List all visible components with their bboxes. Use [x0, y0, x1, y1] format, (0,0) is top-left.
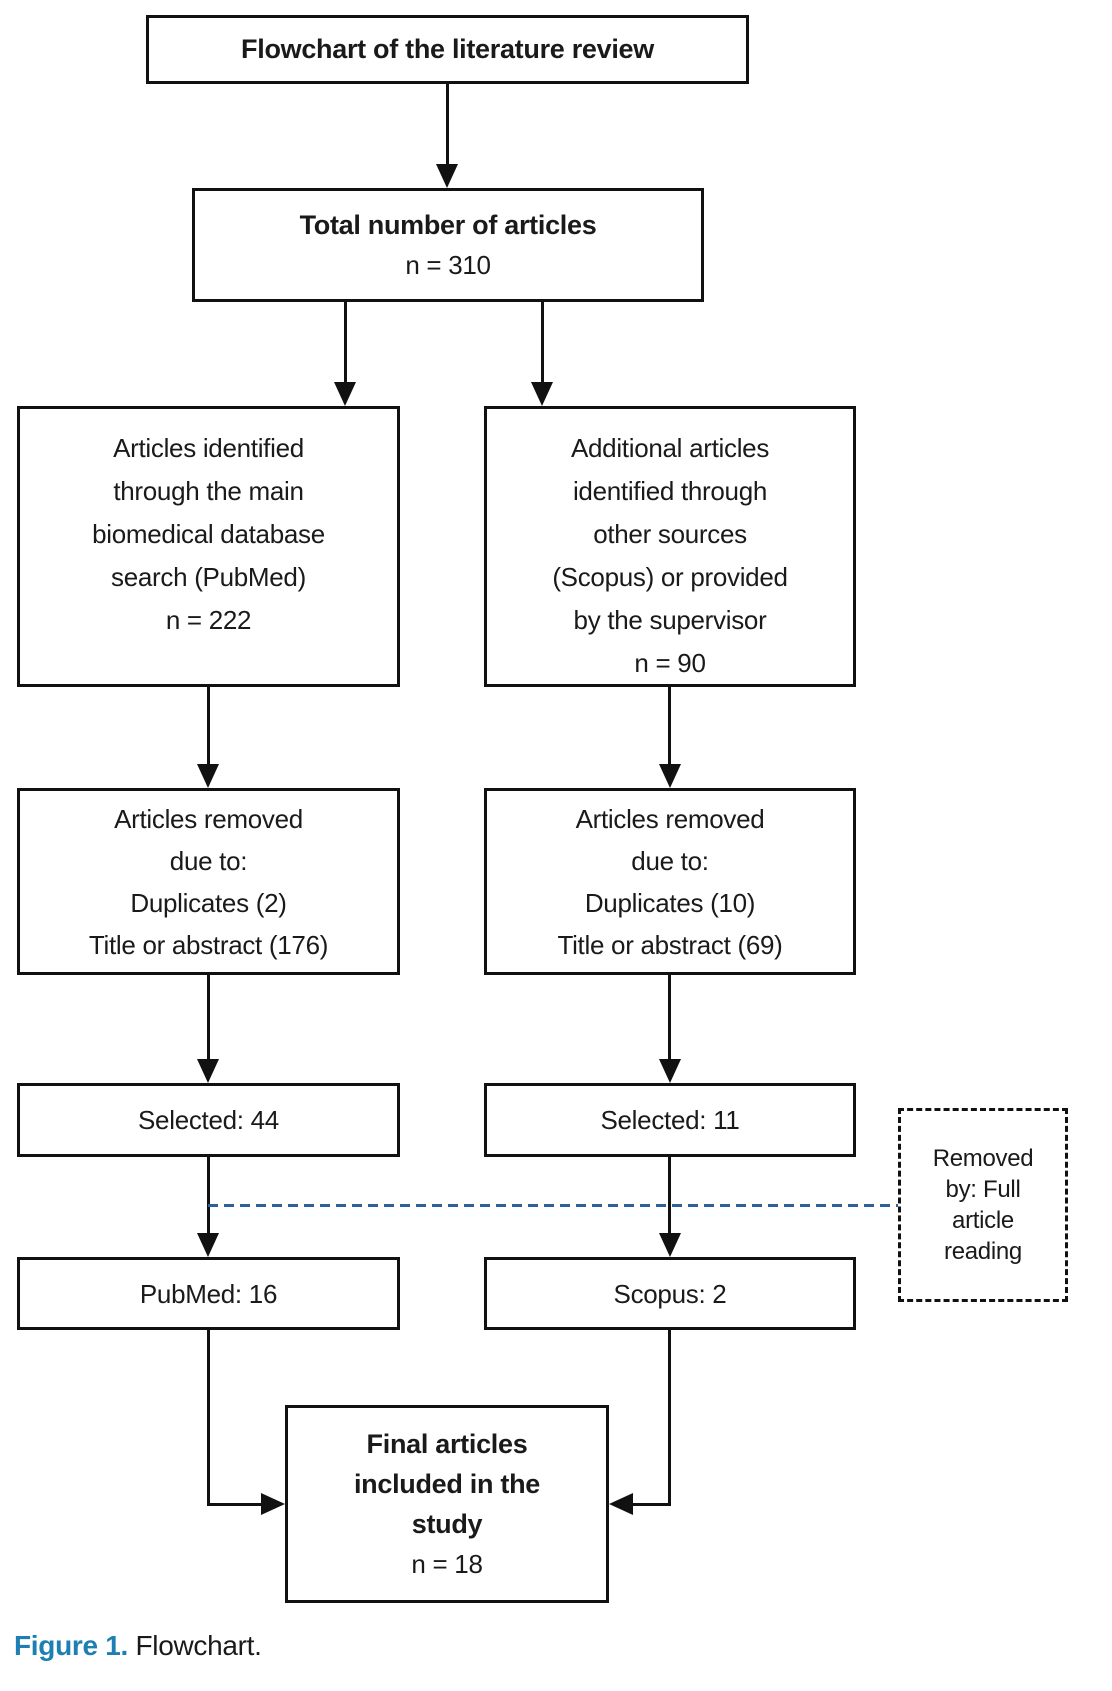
- arrow-pubmed-selected-to-final-line: [207, 1157, 210, 1233]
- final-box: Final articles included in the study n =…: [285, 1405, 609, 1603]
- figure-caption-label: Figure 1.: [14, 1630, 128, 1661]
- full-article-reading-note-text: Removed by: Full article reading: [932, 1145, 1034, 1265]
- arrow-total-to-pubmed-line: [344, 302, 347, 384]
- arrow-total-to-scopus-line: [541, 302, 544, 384]
- scopus-final-count-text: Scopus: 2: [613, 1278, 727, 1309]
- full-article-reading-connector: [208, 1204, 898, 1207]
- scopus-removed-text: Articles removed due to: Duplicates (10)…: [557, 803, 783, 960]
- figure-caption: Figure 1. Flowchart.: [14, 1630, 262, 1662]
- arrow-scopus-identified-to-removed-line: [668, 687, 671, 766]
- pubmed-identified-text: Articles identified through the main bio…: [92, 433, 325, 592]
- pubmed-selected-box: Selected: 44: [17, 1083, 400, 1157]
- pubmed-final-count-box: PubMed: 16: [17, 1257, 400, 1330]
- arrow-total-to-pubmed-head: [334, 382, 356, 406]
- arrow-pubmed-identified-to-removed-line: [207, 687, 210, 766]
- total-box-title: Total number of articles: [299, 210, 597, 240]
- arrow-title-to-total-line: [446, 84, 449, 168]
- elbow-pubmed-arrow-head: [261, 1493, 285, 1515]
- scopus-identified-text: Additional articles identified through o…: [552, 433, 788, 635]
- scopus-identified-box: Additional articles identified through o…: [484, 406, 856, 687]
- title-box-text: Flowchart of the literature review: [241, 34, 654, 64]
- pubmed-identified-box: Articles identified through the main bio…: [17, 406, 400, 687]
- arrow-title-to-total-head: [436, 164, 458, 188]
- arrow-total-to-scopus-head: [531, 382, 553, 406]
- pubmed-identified-count: n = 222: [165, 605, 252, 635]
- final-box-title: Final articles included in the study: [353, 1429, 540, 1539]
- elbow-pubmed-vertical-line: [207, 1330, 210, 1506]
- arrow-scopus-selected-to-final-line: [668, 1157, 671, 1233]
- full-article-reading-note-box: Removed by: Full article reading: [898, 1108, 1068, 1302]
- scopus-final-count-box: Scopus: 2: [484, 1257, 856, 1330]
- arrow-pubmed-removed-to-selected-head: [197, 1059, 219, 1083]
- arrow-scopus-identified-to-removed-head: [659, 764, 681, 788]
- total-box-count: n = 310: [405, 250, 491, 280]
- title-box: Flowchart of the literature review: [146, 15, 749, 84]
- arrow-pubmed-removed-to-selected-line: [207, 975, 210, 1061]
- arrow-scopus-removed-to-selected-line: [668, 975, 671, 1061]
- scopus-selected-text: Selected: 11: [600, 1105, 740, 1135]
- pubmed-removed-text: Articles removed due to: Duplicates (2) …: [88, 803, 329, 960]
- pubmed-selected-text: Selected: 44: [138, 1105, 279, 1135]
- final-box-count: n = 18: [411, 1549, 483, 1579]
- pubmed-removed-box: Articles removed due to: Duplicates (2) …: [17, 788, 400, 975]
- scopus-selected-box: Selected: 11: [484, 1083, 856, 1157]
- total-box: Total number of articles n = 310: [192, 188, 704, 302]
- arrow-pubmed-identified-to-removed-head: [197, 764, 219, 788]
- scopus-removed-box: Articles removed due to: Duplicates (10)…: [484, 788, 856, 975]
- figure-caption-text: Flowchart.: [128, 1630, 262, 1661]
- arrow-pubmed-selected-to-final-head: [197, 1233, 219, 1257]
- arrow-scopus-selected-to-final-head: [659, 1233, 681, 1257]
- scopus-identified-count: n = 90: [634, 648, 706, 678]
- elbow-scopus-arrow-head: [609, 1493, 633, 1515]
- pubmed-final-count-text: PubMed: 16: [139, 1278, 278, 1309]
- elbow-pubmed-horizontal-line: [207, 1503, 263, 1506]
- arrow-scopus-removed-to-selected-head: [659, 1059, 681, 1083]
- elbow-scopus-horizontal-line: [633, 1503, 671, 1506]
- elbow-scopus-vertical-line: [668, 1330, 671, 1506]
